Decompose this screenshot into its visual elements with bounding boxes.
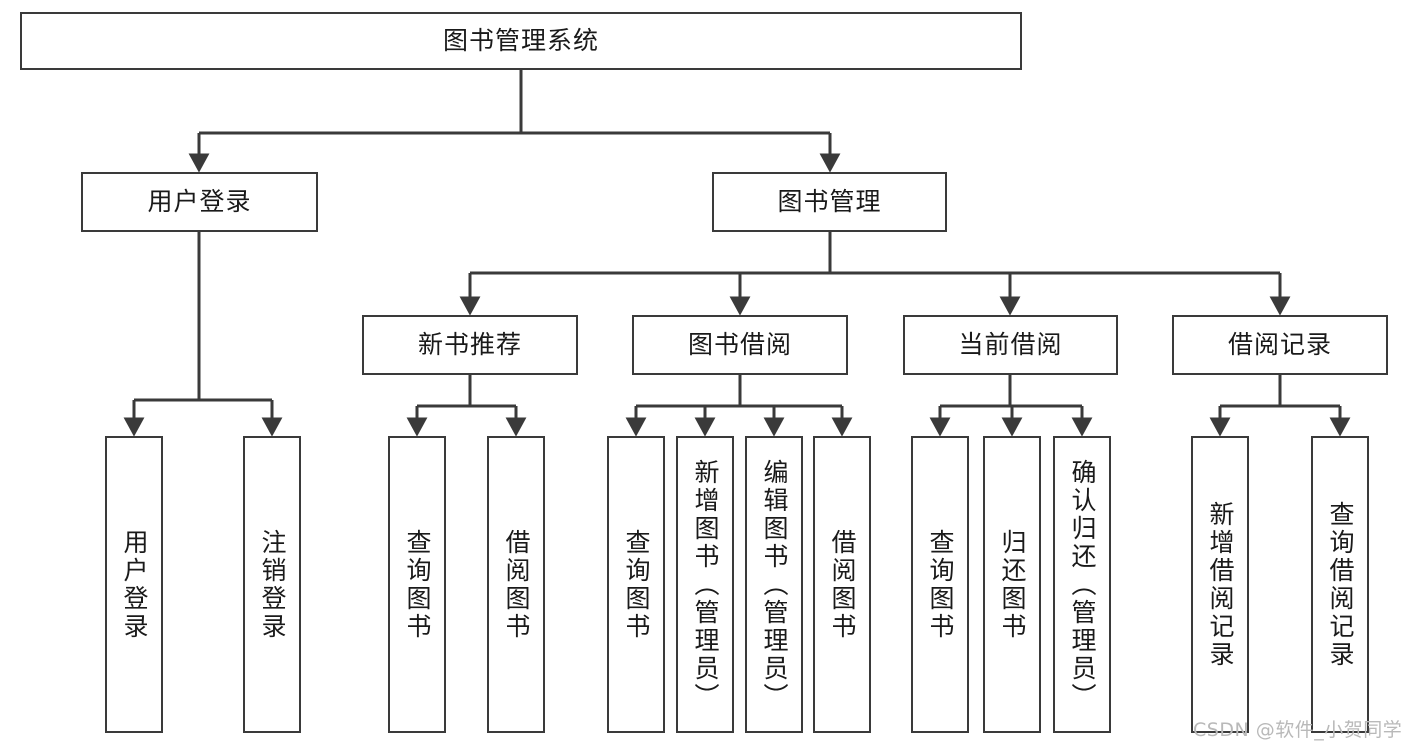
node-leaf-user-login[interactable]: 用户登录 xyxy=(105,436,163,733)
node-root-system[interactable]: 图书管理系统 xyxy=(20,12,1022,70)
node-label: 确认归还（管理员） xyxy=(1068,458,1097,711)
node-label: 用户登录 xyxy=(120,528,149,641)
node-label: 注销登录 xyxy=(258,528,287,641)
node-leaf-query-book-cur[interactable]: 查询图书 xyxy=(911,436,969,733)
node-label: 查询借阅记录 xyxy=(1326,500,1355,669)
node-label: 新增图书（管理员） xyxy=(691,458,720,711)
node-user-login[interactable]: 用户登录 xyxy=(81,172,318,232)
node-label: 借阅图书 xyxy=(502,528,531,641)
node-leaf-borrow-book-rec[interactable]: 借阅图书 xyxy=(487,436,545,733)
node-leaf-query-book-borrow[interactable]: 查询图书 xyxy=(607,436,665,733)
node-leaf-confirm-return[interactable]: 确认归还（管理员） xyxy=(1053,436,1111,733)
node-label: 编辑图书（管理员） xyxy=(760,458,789,711)
node-leaf-add-record[interactable]: 新增借阅记录 xyxy=(1191,436,1249,733)
node-current-borrow[interactable]: 当前借阅 xyxy=(903,315,1118,375)
node-leaf-add-book[interactable]: 新增图书（管理员） xyxy=(676,436,734,733)
node-label: 查询图书 xyxy=(622,528,651,641)
node-leaf-query-book-rec[interactable]: 查询图书 xyxy=(388,436,446,733)
node-new-book-recommend[interactable]: 新书推荐 xyxy=(362,315,578,375)
node-leaf-user-logout[interactable]: 注销登录 xyxy=(243,436,301,733)
csdn-watermark: CSDN @软件_小贺同学 xyxy=(1193,719,1403,741)
node-book-borrow[interactable]: 图书借阅 xyxy=(632,315,848,375)
node-label: 归还图书 xyxy=(998,528,1027,641)
node-leaf-borrow-book[interactable]: 借阅图书 xyxy=(813,436,871,733)
node-label: 借阅图书 xyxy=(828,528,857,641)
node-book-manage[interactable]: 图书管理 xyxy=(712,172,947,232)
node-label: 查询图书 xyxy=(926,528,955,641)
node-borrow-record[interactable]: 借阅记录 xyxy=(1172,315,1388,375)
node-label: 新增借阅记录 xyxy=(1206,500,1235,669)
node-leaf-query-record[interactable]: 查询借阅记录 xyxy=(1311,436,1369,733)
node-leaf-return-book[interactable]: 归还图书 xyxy=(983,436,1041,733)
node-leaf-edit-book[interactable]: 编辑图书（管理员） xyxy=(745,436,803,733)
node-label: 查询图书 xyxy=(403,528,432,641)
